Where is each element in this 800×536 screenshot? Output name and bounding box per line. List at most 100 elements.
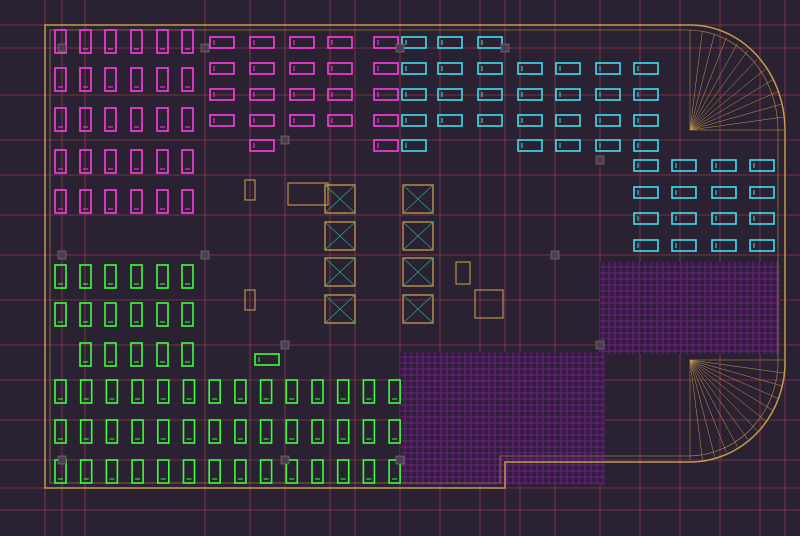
- parking-stall: [595, 139, 621, 152]
- column: [200, 250, 210, 260]
- parking-stall: [182, 419, 196, 444]
- parking-stall: [156, 264, 169, 289]
- ramp-line: [689, 359, 785, 374]
- column: [550, 250, 560, 260]
- parking-stall: [156, 29, 169, 54]
- parking-stall: [105, 379, 119, 404]
- parking-stall: [249, 114, 275, 127]
- parking-stall: [130, 29, 143, 54]
- parking-stall: [156, 67, 169, 92]
- column: [595, 340, 605, 350]
- parking-stall: [131, 459, 144, 484]
- elevator-core: [244, 179, 504, 324]
- parking-stall: [156, 189, 169, 214]
- parking-stall: [54, 29, 67, 54]
- parking-stall: [373, 139, 399, 152]
- column: [200, 43, 210, 53]
- parking-stall: [373, 62, 399, 75]
- parking-stall: [130, 302, 143, 327]
- parking-stall: [259, 419, 273, 444]
- parking-stall: [79, 419, 93, 444]
- parking-stall: [595, 88, 621, 101]
- parking-stall: [289, 114, 315, 127]
- parking-stall: [477, 62, 503, 75]
- parking-stall: [181, 189, 194, 214]
- parking-stall: [234, 459, 247, 484]
- parking-stall: [234, 419, 247, 444]
- parking-stall: [711, 159, 737, 172]
- parking-stall: [401, 139, 427, 152]
- parking-stall: [208, 459, 221, 484]
- parking-stall: [388, 459, 401, 484]
- parking-stall: [373, 36, 399, 49]
- elevator-shaft: [402, 221, 434, 251]
- parking-stall: [289, 36, 315, 49]
- parking-stall: [79, 67, 92, 92]
- parking-stall: [517, 114, 543, 127]
- parking-stall: [401, 88, 427, 101]
- ramp-radial-lines: [689, 30, 785, 460]
- ramp-line: [689, 37, 727, 131]
- core-room: [287, 182, 329, 206]
- parking-stall: [130, 264, 143, 289]
- parking-stall: [249, 88, 275, 101]
- ramp-line: [689, 103, 782, 131]
- parking-stall: [209, 62, 235, 75]
- elevator-cross: [324, 257, 356, 287]
- parking-stall: [259, 379, 273, 404]
- parking-stall: [477, 114, 503, 127]
- parking-stall: [105, 419, 119, 444]
- parking-stall: [181, 264, 194, 289]
- parking-stall: [208, 419, 221, 444]
- parking-stall: [54, 419, 67, 444]
- parking-stall: [54, 149, 67, 174]
- parking-stall: [289, 62, 315, 75]
- parking-stall: [437, 62, 463, 75]
- parking-stall: [130, 342, 143, 367]
- parking-stall: [633, 88, 659, 101]
- elevator-shaft: [324, 221, 356, 251]
- ramp-line: [689, 68, 766, 131]
- parking-stall: [327, 114, 353, 127]
- parking-stall: [711, 186, 737, 199]
- parking-stall: [311, 419, 324, 444]
- parking-stall: [79, 107, 92, 132]
- parking-stall: [54, 264, 67, 289]
- ramp-line: [689, 359, 782, 387]
- elevator-cross: [402, 294, 434, 324]
- parking-stall: [749, 159, 775, 172]
- parking-stall: [362, 379, 376, 404]
- column: [395, 43, 405, 53]
- parking-stall: [249, 62, 275, 75]
- parking-stall: [131, 379, 144, 404]
- elevator-shaft: [402, 184, 434, 214]
- parking-stall: [104, 189, 117, 214]
- parking-stall: [671, 212, 697, 225]
- parking-stall: [104, 264, 117, 289]
- core-room: [244, 179, 256, 201]
- parking-stall: [595, 62, 621, 75]
- parking-stall: [555, 88, 581, 101]
- parking-stall: [181, 67, 194, 92]
- elevator-cross: [402, 221, 434, 251]
- parking-stall: [156, 107, 169, 132]
- parking-stall: [157, 419, 170, 444]
- parking-stall: [181, 107, 194, 132]
- elevator-shaft: [402, 294, 434, 324]
- parking-stall: [437, 114, 463, 127]
- ramp-line: [689, 359, 778, 399]
- parking-stall: [130, 189, 143, 214]
- column: [57, 250, 67, 260]
- parking-stall: [517, 139, 543, 152]
- parking-stall: [79, 149, 92, 174]
- elevator-cross: [324, 294, 356, 324]
- parking-stall: [633, 186, 659, 199]
- building-outline: [44, 24, 786, 489]
- parking-stall: [517, 62, 543, 75]
- parking-stall: [327, 62, 353, 75]
- core-room: [244, 289, 256, 311]
- parking-stall: [79, 302, 92, 327]
- ramp-line: [689, 79, 773, 131]
- parking-stall: [311, 459, 324, 484]
- parking-stall: [182, 459, 196, 484]
